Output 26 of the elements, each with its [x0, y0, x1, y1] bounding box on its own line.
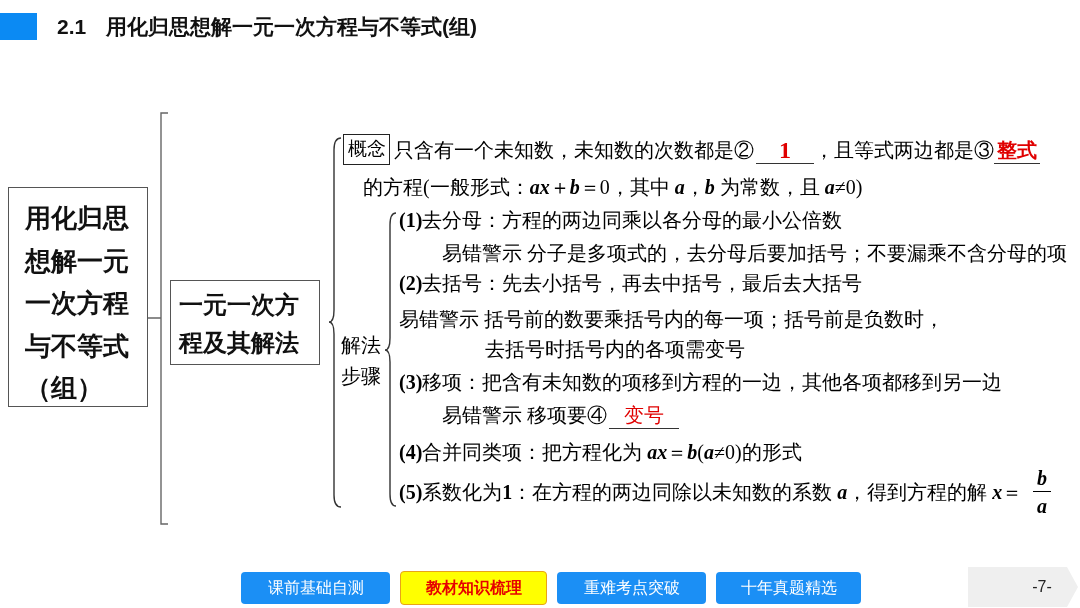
nav-button: 十年真题精选	[716, 572, 861, 604]
slide-title: 2.1 用化归思想解一元一次方程与不等式(组)	[57, 14, 477, 40]
fraction-numerator: b	[1036, 466, 1048, 490]
side-heading: 解法步骤	[341, 333, 382, 389]
definition-text: 的方程(一般形式：ax＋b＝0，其中 a，b 为常数，且 a≠0)	[363, 175, 863, 201]
step-text: (4)合并同类项：把方程化为 ax＝b(a≠0)的形式	[399, 440, 802, 464]
fill-in-line: 1	[756, 137, 814, 164]
nav-button: 教材知识梳理	[400, 571, 547, 605]
nav-button: 课前基础自测	[241, 572, 390, 604]
page-number-tab: -7-	[968, 567, 1078, 607]
warning-text: 易错警示 括号前的数要乘括号内的每一项；括号前是负数时，去括号时括号内的各项需变号	[399, 307, 945, 362]
warning-text: 易错警示 分子是多项式的，去分母后要加括号；不要漏乘不含分母的项	[442, 241, 1067, 265]
step-text: (5)系数化为1：在方程的两边同除以未知数的系数 a，得到方程的解 x＝	[399, 480, 1023, 504]
concept-box: 概念	[343, 134, 390, 165]
topic-box: 用化归思想解一元一次方程与不等式（组）	[8, 187, 148, 407]
fill-in-line: 变号	[609, 403, 679, 429]
step-text: (2)去括号：先去小括号，再去中括号，最后去大括号	[399, 271, 863, 295]
topic-box: 一元一次方程及其解法	[170, 280, 320, 365]
step-text: (3)移项：把含有未知数的项移到方程的一边，其他各项都移到另一边	[399, 370, 1003, 394]
definition-text: 只含有一个未知数，未知数的次数都是②	[394, 138, 754, 163]
step-text: (1)去分母：方程的两边同乘以各分母的最小公倍数	[399, 208, 843, 232]
fraction-denominator: a	[1036, 494, 1048, 518]
nav-button: 重难考点突破	[557, 572, 706, 604]
definition-text: ，且等式两边都是③	[814, 138, 994, 163]
fill-in-line: 整式	[994, 137, 1040, 164]
warning-text: 易错警示 移项要④	[442, 403, 607, 427]
